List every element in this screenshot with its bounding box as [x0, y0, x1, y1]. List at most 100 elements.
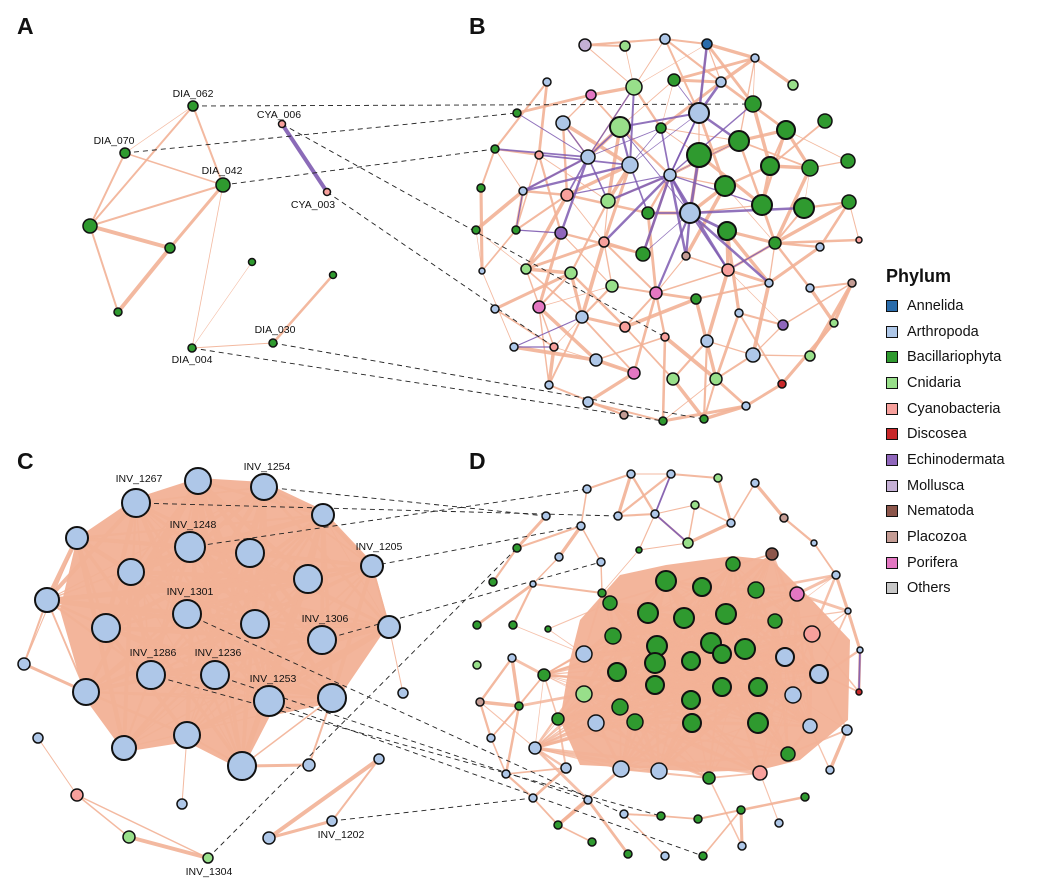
network-node — [801, 159, 819, 177]
network-node — [856, 646, 864, 654]
cross-panel-link — [150, 674, 662, 817]
network-node — [609, 116, 631, 138]
network-edge — [662, 378, 717, 422]
node-label: CYA_003 — [291, 199, 335, 211]
network-edge — [670, 473, 719, 479]
network-edge — [116, 246, 172, 314]
network-edge — [478, 700, 521, 708]
network-edge — [122, 570, 133, 750]
network-node — [702, 771, 716, 785]
legend-label: Bacillariophyta — [907, 349, 1002, 366]
network-edge — [595, 336, 666, 361]
network-edge — [616, 512, 657, 518]
node-label: CYA_006 — [257, 109, 301, 121]
network-edge — [669, 112, 700, 176]
network-edge — [753, 481, 786, 520]
network-node — [650, 509, 660, 519]
network-edge — [708, 777, 743, 847]
network-edge — [478, 656, 514, 704]
network-edge — [759, 593, 798, 774]
network-node — [544, 625, 552, 633]
network-node — [187, 100, 199, 112]
network-node — [641, 206, 655, 220]
network-node — [744, 95, 762, 113]
network-edge — [192, 105, 224, 186]
network-node — [686, 142, 712, 168]
network-node — [253, 685, 285, 717]
network-edge — [773, 238, 861, 245]
network-edge — [738, 140, 811, 169]
network-node — [250, 473, 278, 501]
network-node — [582, 484, 592, 494]
network-node — [317, 683, 347, 713]
network-node — [121, 488, 151, 518]
network-edge — [620, 722, 759, 770]
network-edge — [663, 37, 723, 84]
legend-item: Arthropoda — [886, 319, 1005, 345]
network-node — [486, 733, 496, 743]
network-edge — [727, 269, 784, 326]
network-edge — [88, 224, 172, 250]
network-node — [113, 307, 123, 317]
network-edge — [583, 592, 603, 655]
node-label: DIA_062 — [173, 88, 214, 100]
node-label: INV_1236 — [195, 647, 242, 659]
network-node — [805, 283, 815, 293]
network-node — [582, 396, 594, 408]
network-node — [734, 638, 756, 660]
network-edge — [557, 824, 593, 843]
network-edge — [705, 268, 730, 343]
network-edge — [654, 662, 723, 688]
legend-swatch — [886, 376, 898, 389]
network-edge — [515, 229, 562, 234]
network-edge — [556, 683, 657, 721]
network-node — [760, 156, 780, 176]
network-edge — [538, 285, 613, 308]
network-node — [235, 538, 265, 568]
edge-layer — [22, 37, 862, 860]
network-edge — [702, 809, 742, 857]
network-edge — [603, 241, 657, 294]
network-edge — [44, 576, 311, 603]
network-node — [117, 558, 145, 586]
network-edge — [585, 472, 633, 491]
network-node — [682, 537, 694, 549]
network-edge — [752, 354, 811, 357]
network-node — [173, 721, 201, 749]
network-edge — [611, 619, 777, 638]
network-edge — [479, 701, 536, 749]
network-edge — [602, 163, 632, 244]
network-node — [741, 401, 751, 411]
network-node — [721, 263, 735, 277]
network-node — [613, 511, 623, 521]
network-edge — [739, 795, 807, 812]
network-edge — [618, 125, 672, 177]
network-node — [659, 33, 671, 45]
network-edge — [785, 129, 849, 162]
network-edge — [75, 513, 325, 540]
cross-panel-link-layer — [124, 103, 754, 859]
cross-panel-link — [326, 191, 555, 348]
network-node — [240, 609, 270, 639]
legend-swatch — [886, 505, 898, 518]
network-edge — [813, 542, 837, 576]
node-label: INV_1254 — [244, 461, 291, 473]
network-node — [262, 831, 276, 845]
network-node — [302, 758, 316, 772]
network-edge — [516, 112, 589, 158]
cross-panel-link — [331, 797, 534, 822]
network-node — [554, 552, 564, 562]
network-edge — [654, 504, 696, 515]
network-node — [542, 77, 552, 87]
network-edge — [646, 173, 672, 215]
legend-swatch — [886, 299, 898, 312]
network-node — [509, 342, 519, 352]
network-node — [554, 226, 568, 240]
network-node — [800, 792, 810, 802]
network-edge — [515, 190, 524, 231]
network-node — [802, 718, 818, 734]
network-node — [215, 177, 231, 193]
network-node — [715, 603, 737, 625]
cross-panel-link — [222, 148, 496, 186]
network-edge — [730, 482, 756, 524]
